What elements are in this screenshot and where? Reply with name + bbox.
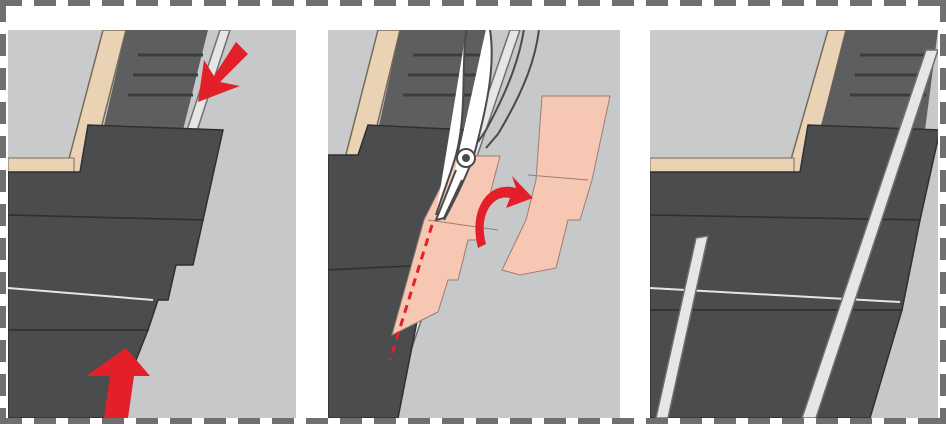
- border-right: [940, 0, 946, 424]
- border-top: [0, 0, 946, 6]
- window-sill: [8, 158, 74, 172]
- panel-step-2: [328, 30, 620, 418]
- border-bottom: [0, 418, 946, 424]
- window-sill: [650, 158, 794, 172]
- panel-step-3: [650, 30, 938, 418]
- panel-step-1: [8, 30, 296, 418]
- border-left: [0, 0, 6, 424]
- flashing-middle: [8, 215, 203, 330]
